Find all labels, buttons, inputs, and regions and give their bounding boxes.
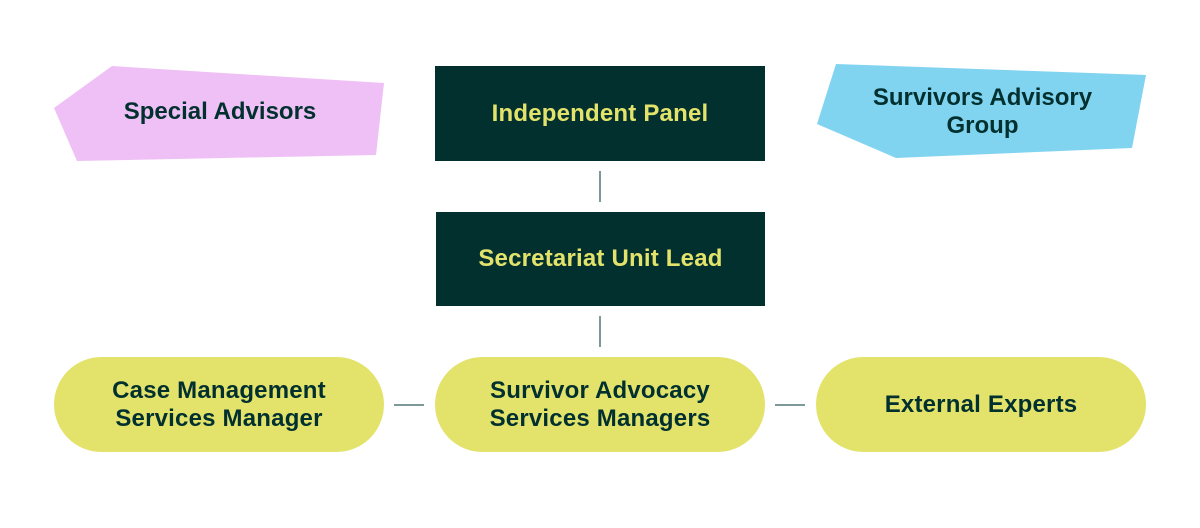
- case-management-label-line1: Case Management: [112, 376, 326, 404]
- independent-panel-node: Independent Panel: [435, 66, 765, 161]
- external-experts-label: External Experts: [884, 390, 1078, 418]
- connector-advocacy-to-external: [775, 404, 805, 406]
- case-management-label-line2: Services Manager: [115, 404, 323, 432]
- survivors-advisory-group-shape: [817, 64, 1146, 158]
- secretariat-unit-lead-node: Secretariat Unit Lead: [436, 212, 765, 306]
- connector-case-to-advocacy: [394, 404, 424, 406]
- secretariat-unit-lead-label: Secretariat Unit Lead: [478, 245, 723, 272]
- special-advisors-shape: [54, 66, 384, 161]
- survivors-advisory-group-label-line1: Survivors Advisory: [872, 84, 1093, 111]
- survivor-advocacy-label-line1: Survivor Advocacy: [490, 376, 710, 404]
- connector-panel-to-secretariat: [599, 171, 601, 202]
- survivor-advocacy-node: Survivor Advocacy Services Managers: [435, 357, 765, 452]
- external-experts-node: External Experts: [816, 357, 1146, 452]
- survivors-advisory-group-node: Survivors Advisory Group: [825, 84, 1140, 140]
- special-advisors-label: Special Advisors: [123, 98, 317, 125]
- special-advisors-node: Special Advisors: [60, 84, 380, 140]
- connector-secretariat-to-advocacy: [599, 316, 601, 347]
- survivors-advisory-group-label-line2: Group: [946, 112, 1019, 139]
- independent-panel-label: Independent Panel: [491, 99, 709, 127]
- survivor-advocacy-label-line2: Services Managers: [489, 404, 711, 432]
- case-management-node: Case Management Services Manager: [54, 357, 384, 452]
